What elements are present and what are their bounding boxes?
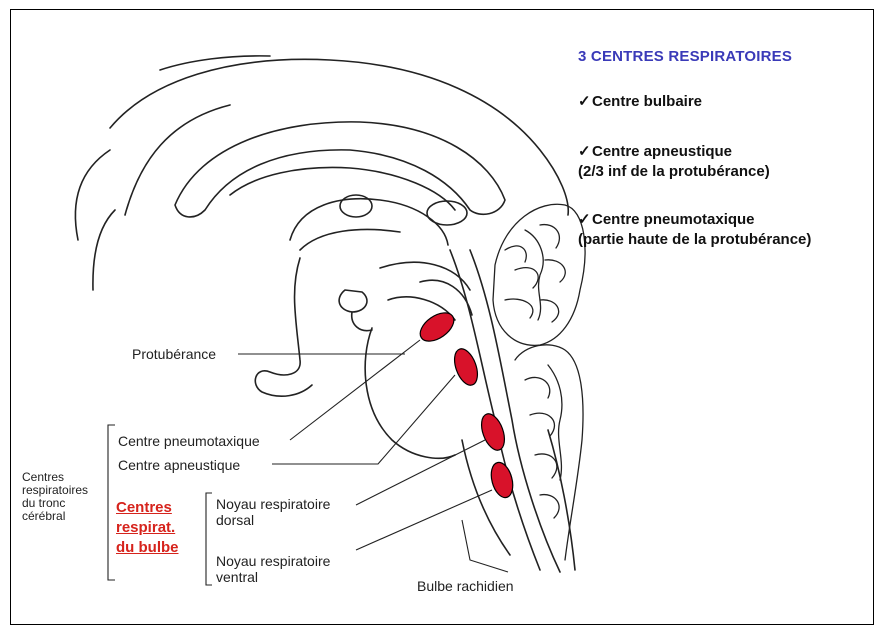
bracket-tronc — [108, 425, 115, 580]
label-centres-tronc-cerebral: Centres respiratoires du tronc cérébral — [22, 471, 88, 523]
leader-apneustique — [272, 375, 455, 464]
leader-ventral — [356, 490, 492, 550]
leader-pneumotaxique — [290, 340, 420, 440]
label-bulbe-rachidien: Bulbe rachidien — [417, 578, 514, 594]
bracket-bulbe — [206, 493, 212, 585]
nucleus-ventral — [488, 460, 517, 500]
nucleus-dorsal — [477, 411, 509, 454]
cerebellum — [493, 204, 585, 560]
checkmark-icon: ✓ — [578, 92, 592, 112]
leader-dorsal — [356, 440, 485, 505]
checkmark-icon: ✓ — [578, 210, 592, 230]
label-protuberance: Protubérance — [132, 346, 216, 362]
label-centres-respirat-bulbe: Centres respirat. du bulbe — [116, 498, 179, 558]
label-centre-pneumotaxique: Centre pneumotaxique — [118, 433, 260, 449]
nucleus-pneumotaxique — [415, 307, 459, 347]
bullet-centre-pneumotaxique: ✓Centre pneumotaxique (partie haute de l… — [578, 210, 811, 250]
leader-bulbe-rachidien — [462, 520, 508, 572]
label-noyau-respiratoire-ventral: Noyau respiratoire ventral — [216, 553, 330, 585]
bullet-centre-apneustique: ✓Centre apneustique (2/3 inf de la protu… — [578, 142, 770, 182]
panel-title: 3 CENTRES RESPIRATOIRES — [578, 48, 792, 65]
cortex-outline — [110, 59, 568, 215]
checkmark-icon: ✓ — [578, 142, 592, 162]
label-centre-apneustique: Centre apneustique — [118, 457, 240, 473]
label-noyau-respiratoire-dorsal: Noyau respiratoire dorsal — [216, 496, 330, 528]
nucleus-apneustique — [450, 346, 482, 389]
bullet-centre-bulbaire: ✓Centre bulbaire — [578, 92, 702, 112]
